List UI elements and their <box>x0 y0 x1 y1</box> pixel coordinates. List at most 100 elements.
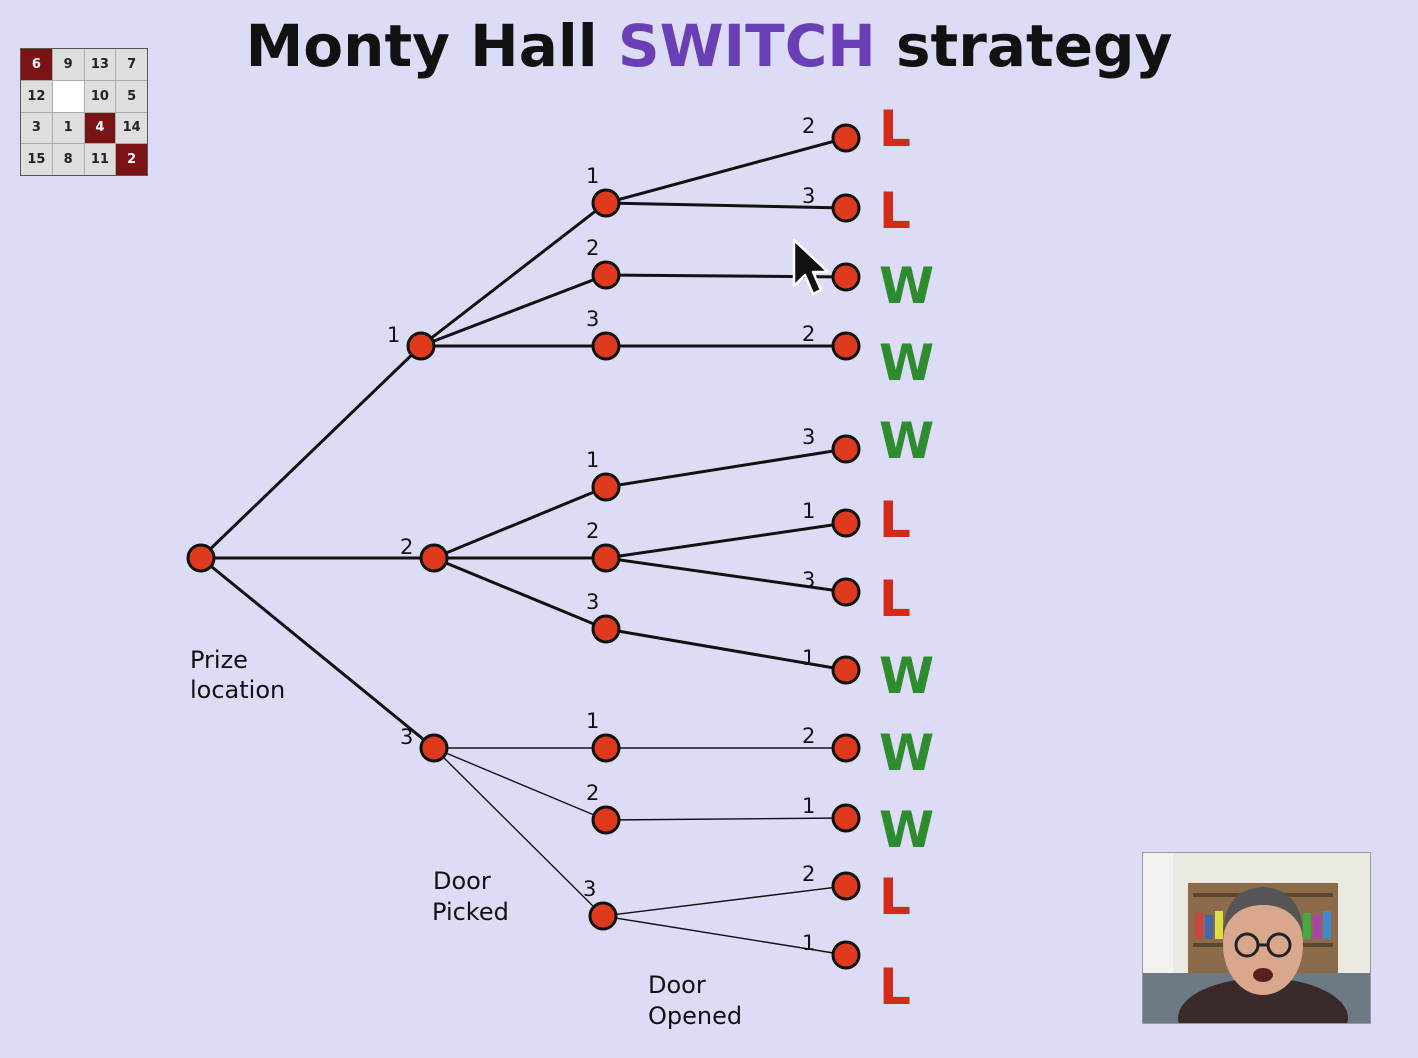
edge-open <box>605 447 847 489</box>
edge-pick <box>433 485 607 560</box>
label-opened-door: 2 <box>802 724 815 748</box>
outcome-win: W <box>879 801 934 859</box>
node-picked <box>591 614 621 644</box>
label-opened-door: 3 <box>802 184 815 208</box>
label-opened-door: 3 <box>802 568 815 592</box>
node-opened <box>831 262 861 292</box>
label-picked-door: 3 <box>586 590 599 614</box>
edge-pick <box>433 747 607 821</box>
puzzle-tile: 11 <box>84 144 116 175</box>
puzzle-tile: 2 <box>116 144 147 175</box>
edge-pick <box>420 201 607 348</box>
caption-prize-line1: Prize <box>190 646 248 674</box>
edge-pick <box>433 556 607 631</box>
presenter-avatar <box>1143 853 1370 1023</box>
puzzle-tile: 6 <box>21 49 52 80</box>
caption-picked-line1: Door <box>433 867 491 895</box>
puzzle-tile <box>52 80 84 112</box>
slide-title: Monty Hall SWITCH strategy <box>0 12 1418 80</box>
edge-pick <box>433 747 604 917</box>
node-picked <box>591 805 621 835</box>
caption-prize-line2: location <box>190 676 285 704</box>
label-opened-door: 1 <box>802 646 815 670</box>
mouse-pointer-icon <box>792 238 830 296</box>
title-prefix: Monty Hall <box>245 12 618 80</box>
node-picked <box>591 260 621 290</box>
puzzle-tile: 13 <box>84 49 116 80</box>
label-opened-door: 3 <box>802 425 815 449</box>
edge-prize <box>200 556 435 750</box>
node-picked <box>591 472 621 502</box>
edge-open <box>602 915 847 956</box>
outcome-lose: L <box>879 100 911 158</box>
puzzle-tile: 7 <box>116 49 147 80</box>
puzzle-tile: 9 <box>52 49 84 80</box>
node-opened <box>831 803 861 833</box>
caption-opened-line2: Opened <box>648 1002 742 1030</box>
edge-open <box>605 627 847 672</box>
node-opened <box>831 508 861 538</box>
label-picked-door: 3 <box>586 307 599 331</box>
outcome-lose: L <box>879 491 911 549</box>
label-picked-door: 2 <box>586 236 599 260</box>
node-prize <box>406 331 436 361</box>
puzzle-tile: 8 <box>52 144 84 175</box>
label-opened-door: 2 <box>802 862 815 886</box>
label-picked-door: 1 <box>586 164 599 188</box>
puzzle-tile: 4 <box>84 112 116 144</box>
outcome-lose: L <box>879 182 911 240</box>
edge-open <box>605 817 847 821</box>
puzzle-tile: 3 <box>21 112 52 144</box>
label-opened-door: 1 <box>802 499 815 523</box>
caption-opened-line1: Door <box>648 971 706 999</box>
node-picked <box>591 188 621 218</box>
edge-open <box>602 885 847 917</box>
node-opened <box>831 193 861 223</box>
label-opened-door: 2 <box>802 322 815 346</box>
edge-open <box>605 201 847 210</box>
label-prize-door: 2 <box>400 535 413 559</box>
tree-nodes <box>186 123 861 970</box>
node-opened <box>831 123 861 153</box>
edge-open <box>605 136 847 205</box>
node-picked <box>588 901 618 931</box>
outcome-lose: L <box>879 958 911 1016</box>
label-picked-door: 2 <box>586 519 599 543</box>
label-opened-door: 1 <box>802 794 815 818</box>
outcome-win: W <box>879 257 934 315</box>
label-opened-door: 1 <box>802 931 815 955</box>
label-picked-door: 2 <box>586 781 599 805</box>
title-suffix: strategy <box>875 12 1173 80</box>
edge-open <box>605 556 847 594</box>
node-opened <box>831 434 861 464</box>
node-opened <box>831 577 861 607</box>
webcam-video <box>1142 852 1371 1024</box>
node-opened <box>831 940 861 970</box>
puzzle-tile: 1 <box>52 112 84 144</box>
outcome-lose: L <box>879 868 911 926</box>
label-opened-door: 2 <box>802 114 815 138</box>
puzzle-tile: 10 <box>84 80 116 112</box>
puzzle-tile: 12 <box>21 80 52 112</box>
node-opened <box>831 655 861 685</box>
node-root <box>186 543 216 573</box>
edge-prize <box>199 344 423 560</box>
node-opened <box>831 331 861 361</box>
tree-edges <box>199 136 847 956</box>
outcome-win: W <box>879 724 934 782</box>
label-prize-door: 3 <box>400 725 413 749</box>
title-accent: SWITCH <box>617 12 876 80</box>
node-opened <box>831 871 861 901</box>
label-picked-door: 3 <box>583 877 596 901</box>
label-picked-door: 1 <box>586 709 599 733</box>
node-picked <box>591 543 621 573</box>
node-prize <box>419 733 449 763</box>
node-opened <box>831 733 861 763</box>
puzzle-tile: 14 <box>116 112 147 144</box>
outcome-win: W <box>879 412 934 470</box>
caption-picked-line2: Picked <box>432 898 509 926</box>
label-picked-door: 1 <box>586 448 599 472</box>
